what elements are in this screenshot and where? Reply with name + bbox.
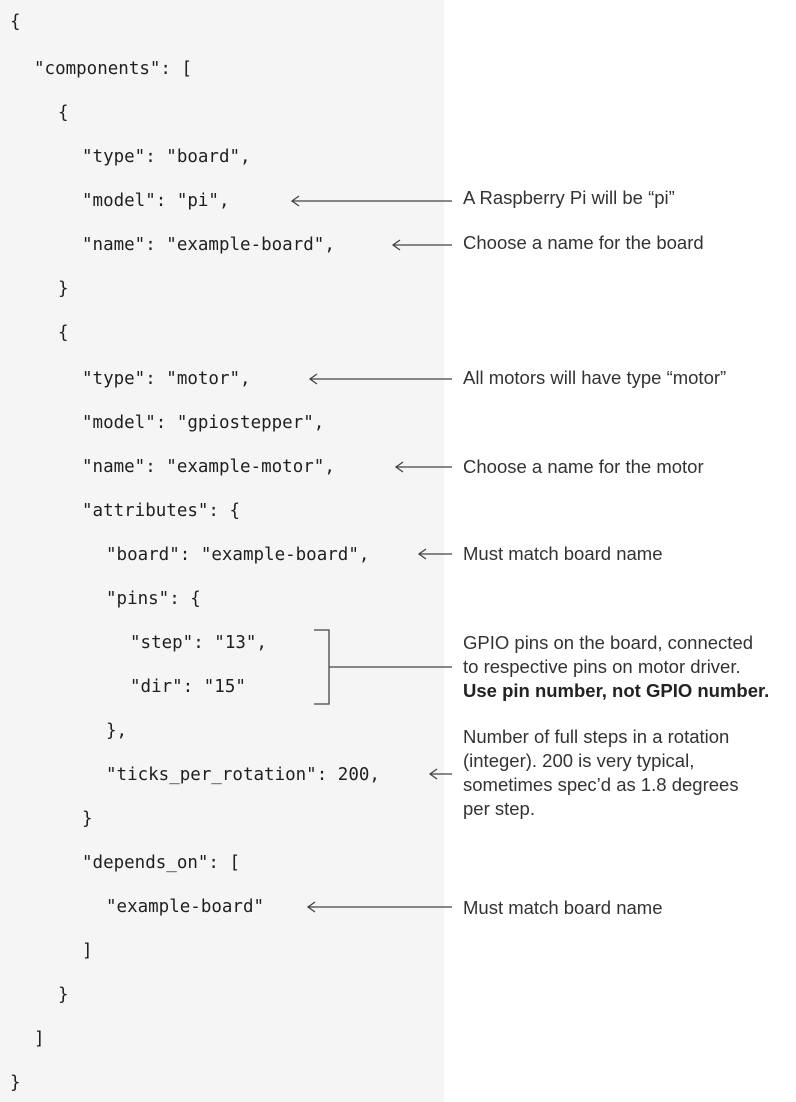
code-line-open-brace: { xyxy=(10,12,21,32)
code-line-board-type: "type": "board", xyxy=(82,147,251,167)
code-line-motor-close: } xyxy=(58,985,69,1005)
code-line-close-brace: } xyxy=(10,1073,21,1093)
code-line-pin-step: "step": "13", xyxy=(130,633,267,653)
note-ticks-line2: (integer). 200 is very typical, xyxy=(463,750,695,771)
code-line-motor-name: "name": "example-motor", xyxy=(82,457,335,477)
code-line-attr-board: "board": "example-board", xyxy=(106,545,370,565)
note-depends-match: Must match board name xyxy=(463,897,663,918)
arrow-motor-type xyxy=(308,373,452,385)
code-line-depends-board: "example-board" xyxy=(106,897,265,917)
code-line-depends-on: "depends_on": [ xyxy=(82,853,241,873)
code-line-board-open: { xyxy=(58,103,69,123)
arrow-motor-name xyxy=(394,461,452,473)
note-match-board: Must match board name xyxy=(463,543,663,564)
note-gpio-line1: GPIO pins on the board, connected xyxy=(463,632,754,653)
arrow-attr-board xyxy=(417,548,452,560)
note-model-pi: A Raspberry Pi will be “pi” xyxy=(463,187,675,208)
note-motor-name: Choose a name for the motor xyxy=(463,456,704,477)
code-line-attributes: "attributes": { xyxy=(82,501,241,521)
note-board-name: Choose a name for the board xyxy=(463,232,704,253)
bracket-pins xyxy=(314,629,452,705)
code-line-attributes-close: } xyxy=(82,809,93,829)
code-line-motor-type: "type": "motor", xyxy=(82,369,251,389)
code-line-board-close: } xyxy=(58,279,69,299)
note-ticks-line4: per step. xyxy=(463,798,535,819)
json-code-panel: { "components": [ { "type": "board", "mo… xyxy=(10,12,380,1093)
note-gpio-line3: Use pin number, not GPIO number. xyxy=(463,679,769,702)
note-gpio-emphasis: Use pin number, not GPIO number. xyxy=(463,680,770,701)
arrow-depends-board xyxy=(306,901,452,913)
code-line-board-name: "name": "example-board", xyxy=(82,235,335,255)
code-line-components: "components": [ xyxy=(34,59,193,79)
code-line-pins-close: }, xyxy=(106,721,128,741)
code-line-depends-close: ] xyxy=(82,941,93,961)
code-line-pin-dir: "dir": "15" xyxy=(130,677,246,697)
note-ticks-line3: sometimes spec’d as 1.8 degrees xyxy=(463,774,739,795)
code-line-components-close: ] xyxy=(34,1029,45,1049)
code-line-pins: "pins": { xyxy=(106,589,201,609)
code-line-motor-open: { xyxy=(58,323,69,343)
arrow-board-name xyxy=(391,239,452,251)
note-gpio-line2: to respective pins on motor driver. xyxy=(463,656,741,677)
arrow-model-pi xyxy=(290,195,452,207)
code-line-motor-model: "model": "gpiostepper", xyxy=(82,413,325,433)
code-line-board-model: "model": "pi", xyxy=(82,191,230,211)
code-line-ticks: "ticks_per_rotation": 200, xyxy=(106,765,380,785)
note-motor-type: All motors will have type “motor” xyxy=(463,367,727,388)
arrow-ticks xyxy=(428,768,452,780)
note-ticks-line1: Number of full steps in a rotation xyxy=(463,726,730,747)
